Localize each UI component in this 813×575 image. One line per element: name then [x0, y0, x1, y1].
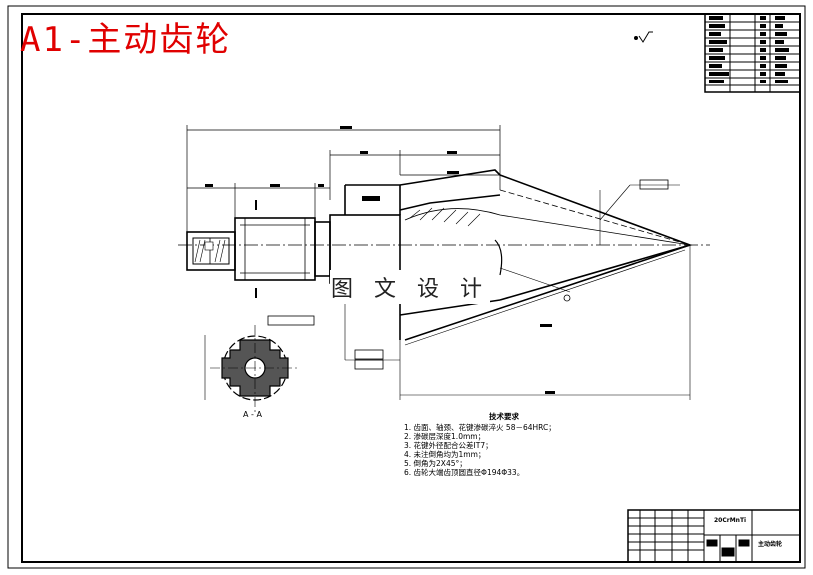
section-a-a-label: A - A	[243, 410, 262, 419]
gear-dimensions	[344, 184, 691, 400]
tech-requirement-line: 1. 齿面、轴颈、花键渗碳淬火 58－64HRC；	[404, 423, 556, 432]
gear-hatching	[409, 207, 481, 227]
spline-shaft	[186, 184, 401, 284]
inner-border	[21, 13, 801, 563]
spline-hatching	[194, 239, 226, 263]
gear-head	[399, 169, 693, 341]
title-block-material: 20CrMnTi	[714, 517, 747, 524]
tech-requirement-line: 2. 渗碳层深度1.0mm；	[404, 432, 486, 441]
roughness-symbol-icon	[634, 31, 653, 43]
technical-requirements: 技术要求 1. 齿面、轴颈、花键渗碳淬火 58－64HRC； 2. 渗碳层深度1…	[404, 412, 604, 477]
tech-requirements-heading: 技术要求	[489, 412, 519, 421]
tech-requirement-line: 5. 倒角为2X45°；	[404, 459, 467, 468]
feature-control-frames	[267, 179, 669, 370]
watermark-label: 图 文 设 计	[330, 270, 490, 304]
drawing-title: A1-主动齿轮	[20, 20, 232, 60]
section-a-a-view	[204, 325, 300, 412]
parameter-table	[704, 13, 801, 93]
title-block	[627, 509, 801, 563]
tech-requirement-line: 4. 未注倒角均为1mm；	[404, 450, 486, 459]
title-block-part-name: 主动齿轮	[758, 541, 783, 548]
tech-requirement-line: 3. 花键外径配合公差IT7；	[404, 441, 493, 450]
tech-requirement-line: 6. 齿轮大端齿顶圆直径Φ194Φ33。	[404, 468, 525, 477]
dimension-labels	[205, 126, 555, 394]
outer-border	[7, 5, 806, 569]
overall-dimension	[186, 125, 501, 232]
